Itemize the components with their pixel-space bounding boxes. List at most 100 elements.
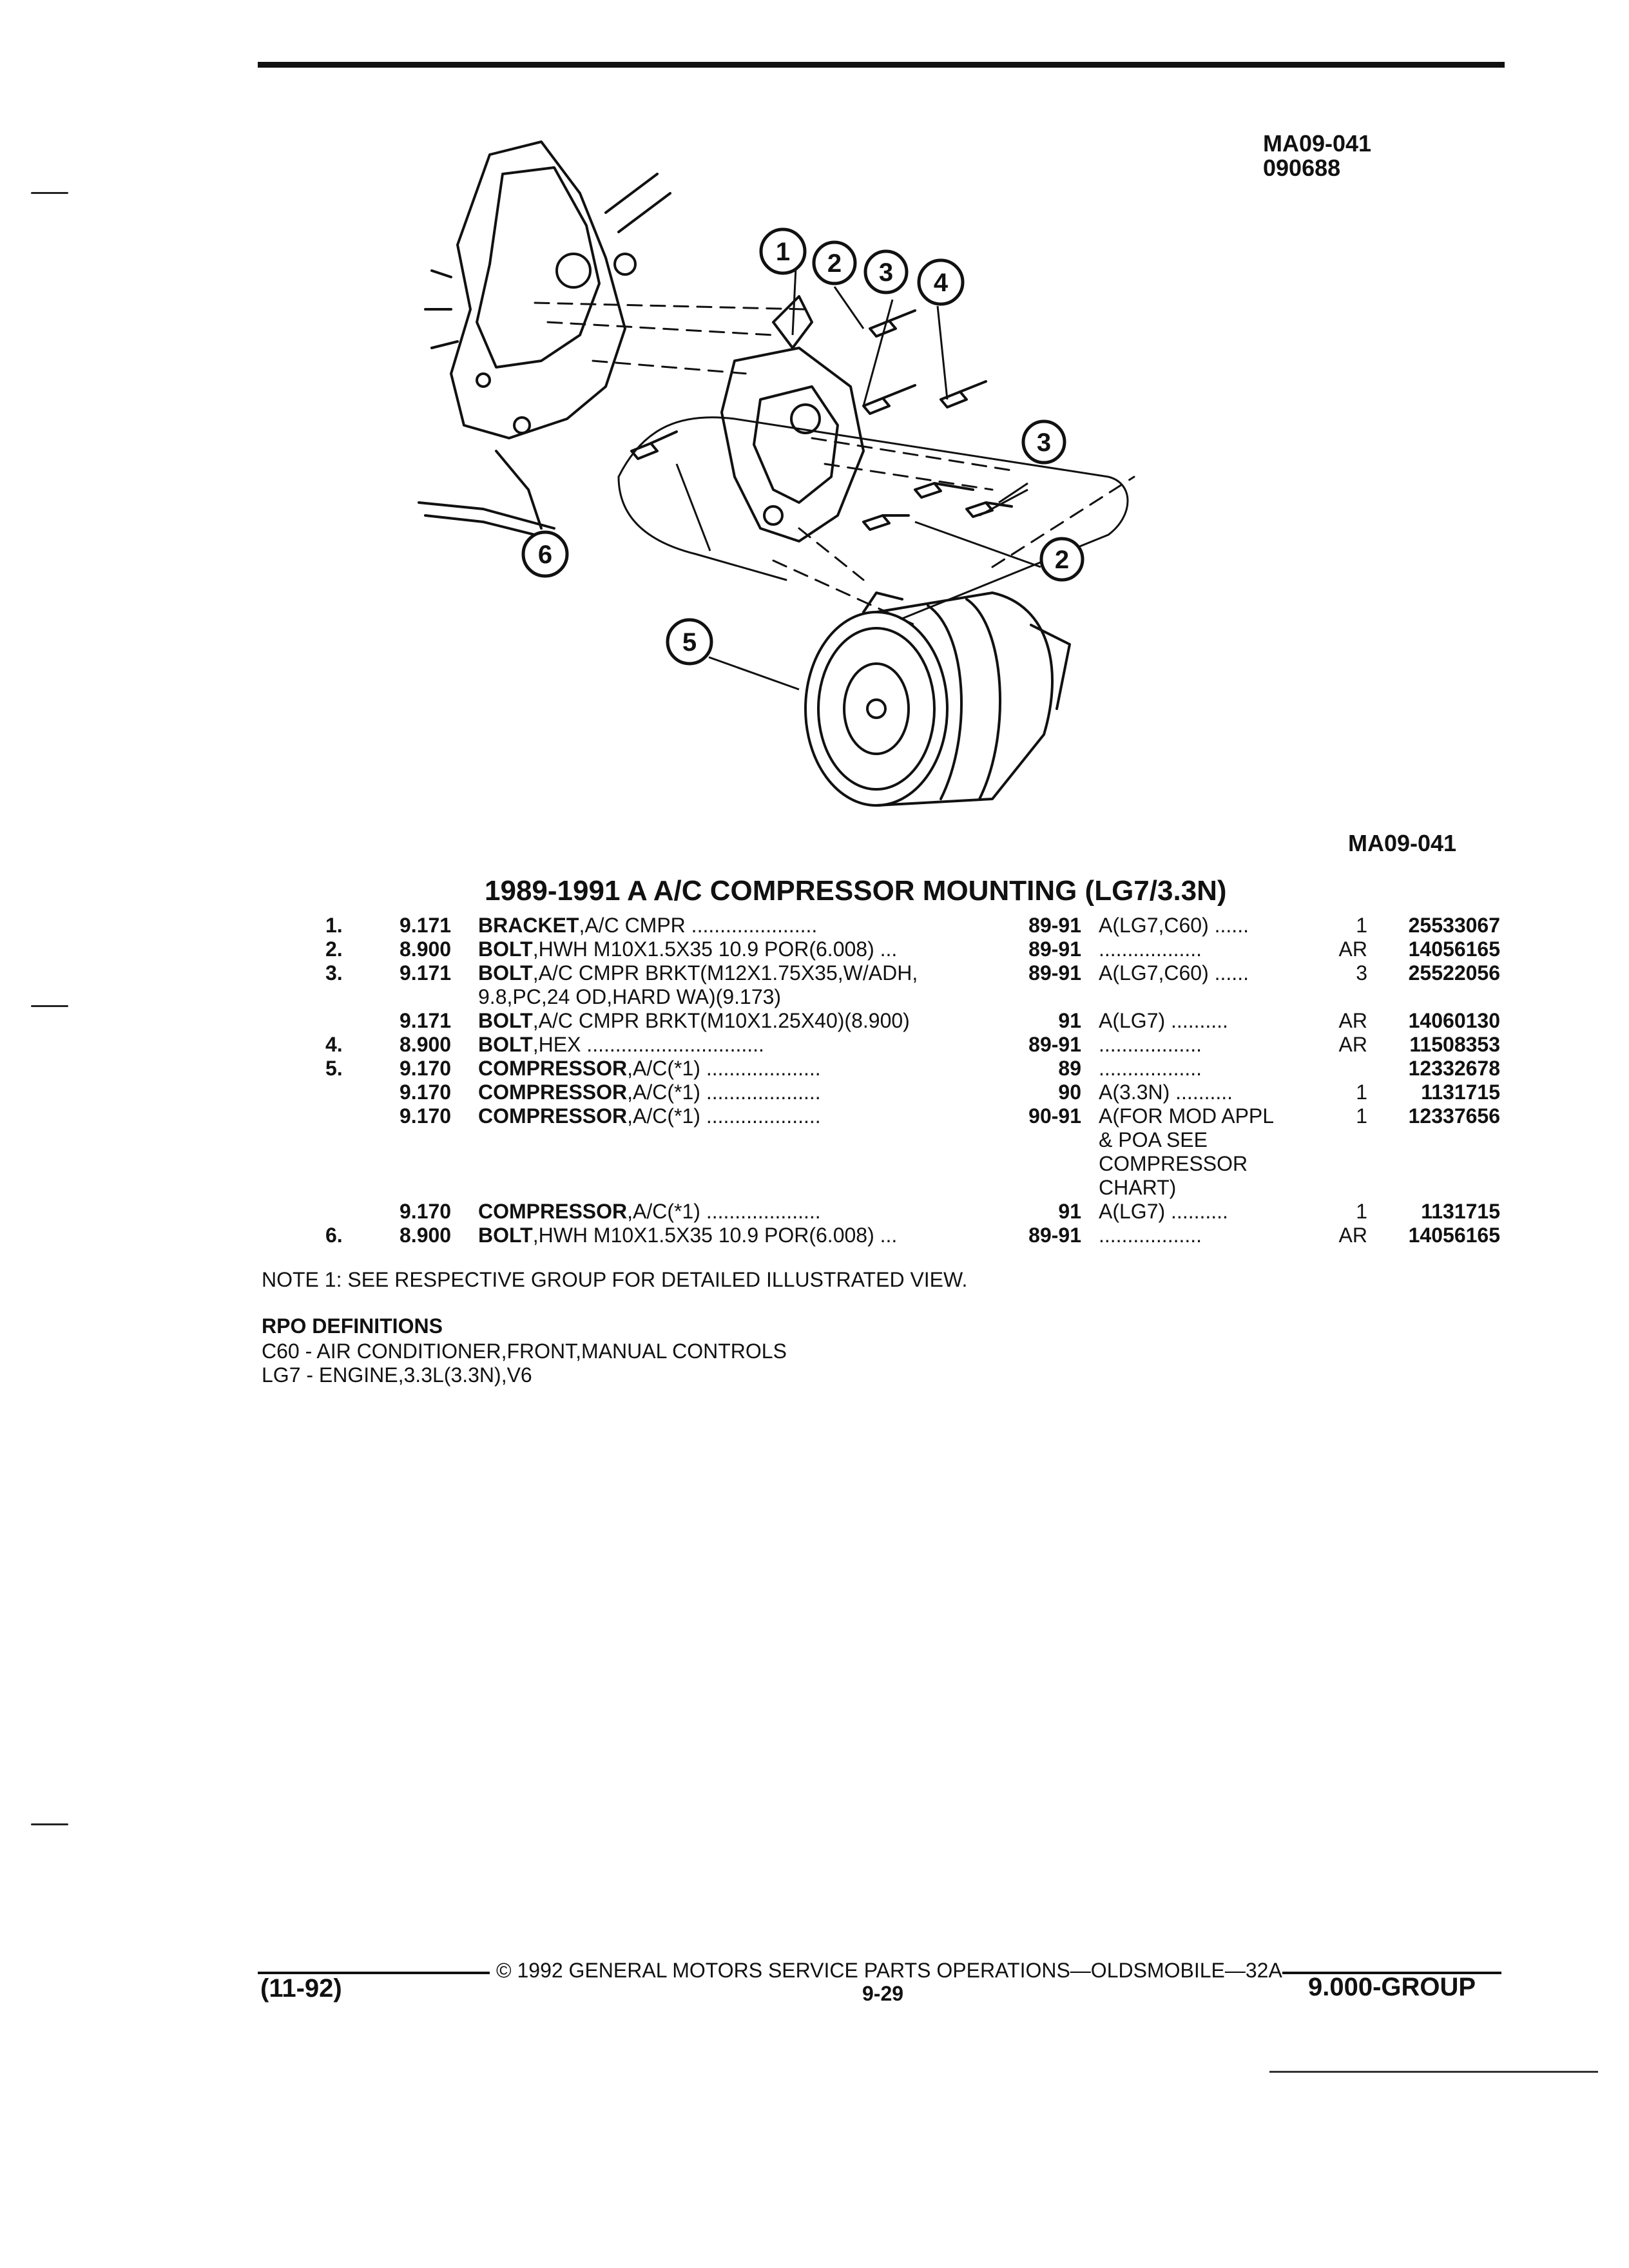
application: A(3.3N) ..........	[1099, 1081, 1233, 1104]
model-years: 90	[1058, 1081, 1081, 1104]
rpo-line: LG7 - ENGINE,3.3L(3.3N),V6	[262, 1363, 532, 1387]
part-number: 14060130	[1408, 1009, 1500, 1032]
part-name: BOLT	[478, 961, 533, 985]
part-spec: ,A/C(*1)	[627, 1200, 700, 1223]
part-name: COMPRESSOR	[478, 1200, 628, 1223]
application-text: A(LG7)	[1099, 1200, 1166, 1223]
application-text: A(LG7,C60)	[1099, 914, 1209, 937]
part-spec: ,A/C(*1)	[627, 1081, 700, 1104]
quantity: AR	[1338, 1033, 1367, 1056]
part-spec: ,A/C CMPR BRKT(M12X1.75X35,W/ADH,	[532, 961, 918, 985]
model-years: 89	[1058, 1057, 1081, 1080]
part-spec: ,HWH M10X1.5X35 10.9 POR(6.008)	[532, 937, 874, 961]
leader-dots: ..........	[1170, 1081, 1233, 1104]
illustration-caption-code: MA09-041	[1348, 830, 1457, 856]
item-number: 5.	[325, 1057, 343, 1080]
model-years: 89-91	[1028, 1224, 1081, 1247]
application-text: A(FOR MOD APPL	[1099, 1104, 1275, 1128]
quantity: 1	[1356, 914, 1367, 937]
svg-text:6: 6	[538, 541, 552, 569]
footer-rule-right	[1282, 1972, 1501, 1974]
application: ..................	[1099, 1033, 1202, 1056]
model-years: 90-91	[1028, 1104, 1081, 1128]
part-description: COMPRESSOR,A/C(*1) ....................	[478, 1057, 821, 1080]
part-description: BOLT,HWH M10X1.5X35 10.9 POR(6.008) ...	[478, 937, 897, 961]
model-years: 89-91	[1028, 961, 1081, 985]
part-name: BOLT	[478, 1033, 533, 1056]
svg-text:4: 4	[934, 269, 949, 297]
rpo-heading: RPO DEFINITIONS	[262, 1314, 443, 1338]
group-number: 9.170	[400, 1104, 452, 1128]
part-spec: ,A/C(*1)	[627, 1104, 700, 1128]
part-spec: ,A/C CMPR BRKT(M10X1.25X40)(8.900)	[532, 1009, 910, 1032]
group-number: 8.900	[400, 1224, 452, 1247]
application: ..................	[1099, 1057, 1202, 1080]
part-spec: ,HEX	[532, 1033, 581, 1056]
part-name: BOLT	[478, 1224, 533, 1247]
leader-dots: ......	[1208, 961, 1249, 985]
group-number: 9.171	[400, 914, 452, 937]
part-description: BOLT,HEX ...............................	[478, 1033, 764, 1056]
leader-dots: ....................	[700, 1104, 821, 1128]
leader-dots: ....................	[700, 1081, 821, 1104]
illustration-code: MA09-041	[1263, 130, 1372, 157]
group-number: 9.171	[400, 961, 452, 985]
header-rule	[258, 62, 1505, 68]
callout-1: 1	[759, 227, 807, 275]
rpo-definitions: RPO DEFINITIONS C60 - AIR CONDITIONER,FR…	[262, 1314, 787, 1387]
quantity: AR	[1338, 1224, 1367, 1247]
model-years: 89-91	[1028, 937, 1081, 961]
part-spec: ,HWH M10X1.5X35 10.9 POR(6.008)	[532, 1224, 874, 1247]
leader-dots: ...............................	[581, 1033, 764, 1056]
callout-3: 3	[863, 249, 909, 294]
group-number: 9.170	[400, 1200, 452, 1223]
leader-dots: ..................	[1099, 1057, 1202, 1080]
leader-dots: ...	[874, 937, 898, 961]
leader-dots: ......	[1208, 914, 1249, 937]
part-description: COMPRESSOR,A/C(*1) ....................	[478, 1081, 821, 1104]
group-number: 9.171	[400, 1009, 452, 1032]
compressor-mounting-illustration: 1 2 3 4 3 2 5 6	[418, 140, 1135, 807]
callout-5: 5	[666, 618, 713, 666]
quantity: 1	[1356, 1200, 1367, 1223]
callout-4: 4	[917, 258, 965, 306]
application-text: & POA SEE	[1099, 1128, 1208, 1151]
margin-punch-mark	[31, 1005, 68, 1007]
note-line: NOTE 1: SEE RESPECTIVE GROUP FOR DETAILE…	[262, 1268, 968, 1291]
item-number: 6.	[325, 1224, 343, 1247]
group-number: 8.900	[400, 937, 452, 961]
margin-punch-mark	[31, 192, 68, 194]
part-description: COMPRESSOR,A/C(*1) ....................	[478, 1200, 821, 1223]
leader-dots: ..................	[1099, 1033, 1202, 1056]
part-name: BOLT	[478, 937, 533, 961]
item-number: 2.	[325, 937, 343, 961]
group-number: 9.170	[400, 1081, 452, 1104]
application: A(LG7) ..........	[1099, 1009, 1228, 1032]
part-number: 12337656	[1408, 1104, 1500, 1128]
application: ..................	[1099, 937, 1202, 961]
part-name: COMPRESSOR	[478, 1104, 628, 1128]
quantity: 1	[1356, 1081, 1367, 1104]
model-years: 89-91	[1028, 1033, 1081, 1056]
part-spec: ,A/C CMPR	[579, 914, 686, 937]
bottom-rule	[1269, 2071, 1598, 2073]
part-number: 25533067	[1408, 914, 1500, 937]
part-name: BRACKET	[478, 914, 579, 937]
application: & POA SEE	[1099, 1128, 1208, 1151]
quantity: 3	[1356, 961, 1367, 985]
part-name: BOLT	[478, 1009, 533, 1032]
item-number: 4.	[325, 1033, 343, 1056]
part-number: 1131715	[1421, 1081, 1500, 1104]
application: A(LG7) ..........	[1099, 1200, 1228, 1223]
footer-group: 9.000-GROUP	[1308, 1973, 1476, 2001]
part-description: COMPRESSOR,A/C(*1) ....................	[478, 1104, 821, 1128]
application: COMPRESSOR	[1099, 1152, 1248, 1175]
svg-text:3: 3	[879, 258, 893, 287]
leader-dots: ...	[874, 1224, 898, 1247]
part-number: 14056165	[1408, 1224, 1500, 1247]
model-years: 91	[1058, 1200, 1081, 1223]
callout-2: 2	[812, 240, 857, 285]
model-years: 91	[1058, 1009, 1081, 1032]
svg-text:3: 3	[1037, 428, 1051, 457]
item-number: 1.	[325, 914, 343, 937]
